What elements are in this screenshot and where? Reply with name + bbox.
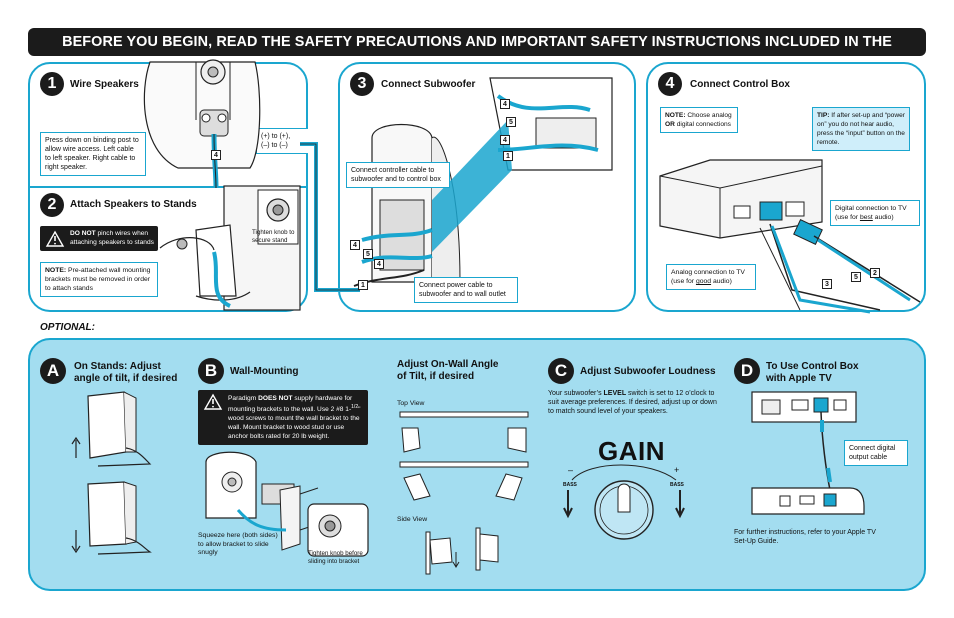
angle-title-1: Adjust On-Wall Angle xyxy=(397,359,499,370)
warn-text: pinch wires when attaching speakers to s… xyxy=(70,230,154,246)
sub-cable-label-top-1: 4 xyxy=(500,99,510,109)
analog-line-a: Analog connection to TV xyxy=(671,269,745,276)
section-d-title-2: with Apple TV xyxy=(766,373,832,384)
step-3-badge: 3 xyxy=(350,72,374,96)
bass-right-label: BASS xyxy=(670,482,684,488)
section-d-badge: D xyxy=(734,358,760,384)
panel-divider xyxy=(30,186,306,188)
side-view-label: Side View xyxy=(397,516,428,523)
section-b-warning: Paradigm DOES NOT supply hardware for mo… xyxy=(198,390,368,446)
optional-heading: OPTIONAL: xyxy=(40,322,95,333)
analog-line-b: (use for good audio) xyxy=(671,278,732,285)
step-2-warning: DO NOT pinch wires when attaching speake… xyxy=(40,226,158,251)
tip-text: If after set-up and “power on” you do no… xyxy=(817,112,905,146)
angle-title-2: of Tilt, if desired xyxy=(397,371,475,382)
step-3-title: Connect Subwoofer xyxy=(381,79,476,90)
step-4-title: Connect Control Box xyxy=(690,79,790,90)
step-2-title: Attach Speakers to Stands xyxy=(70,199,197,210)
polarity-note: (+) to (+), (–) to (–) xyxy=(256,128,308,154)
wall-knob-note: Tighten knob before sliding into bracket xyxy=(308,550,363,565)
analog-connection-note: Analog connection to TV (use for good au… xyxy=(666,264,756,290)
digital-line-a: Digital connection to TV xyxy=(835,205,907,212)
bass-left-label: BASS xyxy=(563,482,577,488)
polarity-plus: (+) to (+), xyxy=(261,133,291,140)
ctl-cable-label-5: 5 xyxy=(851,272,861,282)
note-bold: NOTE: xyxy=(45,267,67,274)
note-text2: digital connections xyxy=(674,121,731,128)
gain-plus: + xyxy=(674,465,680,475)
top-view-label: Top View xyxy=(397,400,425,407)
cable-label-4: 4 xyxy=(211,150,221,160)
note-bold: NOTE: xyxy=(665,112,686,119)
subwoofer-controller-note: Connect controller cable to subwoofer an… xyxy=(346,162,450,188)
section-d-title: To Use Control Box with Apple TV xyxy=(766,361,859,385)
step-2-badge: 2 xyxy=(40,193,64,217)
sub-cable-label-top-4: 1 xyxy=(503,151,513,161)
tip-bold: TIP: xyxy=(817,112,830,119)
section-c-title: Adjust Subwoofer Loudness xyxy=(580,366,716,377)
step-4-tip: TIP: If after set-up and “power on” you … xyxy=(812,107,910,151)
section-b-badge: B xyxy=(198,358,224,384)
section-c-badge: C xyxy=(548,358,574,384)
angle-title: Adjust On-Wall Angle of Tilt, if desired xyxy=(397,359,498,383)
digital-line-b: (use for best audio) xyxy=(835,214,894,221)
section-a-badge: A xyxy=(40,358,66,384)
section-a-title-1: On Stands: Adjust xyxy=(74,361,161,372)
sub-cable-label-top-2: 5 xyxy=(506,117,516,127)
gain-label: GAIN xyxy=(598,436,665,466)
squeeze-note: Squeeze here (both sides) to allow brack… xyxy=(198,532,278,556)
sub-cable-label-top-3: 4 xyxy=(500,135,510,145)
ctl-cable-label-3: 3 xyxy=(822,279,832,289)
step-1-badge: 1 xyxy=(40,72,64,96)
warning-icon xyxy=(45,230,65,247)
note-text: Choose analog xyxy=(685,112,732,119)
note-or: OR xyxy=(665,121,675,128)
polarity-minus: (–) to (–) xyxy=(261,142,288,149)
warning-icon xyxy=(203,393,223,410)
step-1-title: Wire Speakers xyxy=(70,79,139,90)
sub-cable-label-low-1: 4 xyxy=(350,240,360,250)
step-4-badge: 4 xyxy=(658,72,682,96)
section-a-title: On Stands: Adjust angle of tilt, if desi… xyxy=(74,361,177,385)
sub-cable-label-low-3: 4 xyxy=(374,259,384,269)
gain-minus: – xyxy=(568,465,574,475)
sub-cable-label-low-4: 1 xyxy=(358,280,368,290)
note-text: Pre-attached wall mounting brackets must… xyxy=(45,267,151,292)
stand-knob-note: Tighten knob to secure stand xyxy=(252,229,295,244)
apple-tv-footer: For further instructions, refer to your … xyxy=(734,529,876,545)
ctl-cable-label-2: 2 xyxy=(870,268,880,278)
apple-tv-cable-note: Connect digital output cable xyxy=(844,440,908,466)
section-d-title-1: To Use Control Box xyxy=(766,361,859,372)
digital-connection-note: Digital connection to TV (use for best a… xyxy=(830,200,920,226)
step-1-note: Press down on binding post to allow wire… xyxy=(40,132,146,176)
section-c-text: Your subwoofer’s LEVEL switch is set to … xyxy=(548,390,717,415)
subwoofer-power-note: Connect power cable to subwoofer and to … xyxy=(414,277,518,303)
section-b-title: Wall-Mounting xyxy=(230,366,299,377)
warn-bold: DO NOT xyxy=(70,230,96,237)
safety-banner: BEFORE YOU BEGIN, READ THE SAFETY PRECAU… xyxy=(28,28,926,78)
section-a-title-2: angle of tilt, if desired xyxy=(74,373,178,384)
sub-cable-label-low-2: 5 xyxy=(363,249,373,259)
step-2-note: NOTE: Pre-attached wall mounting bracket… xyxy=(40,262,158,297)
step-4-note: NOTE: Choose analog OR digital connectio… xyxy=(660,107,738,133)
